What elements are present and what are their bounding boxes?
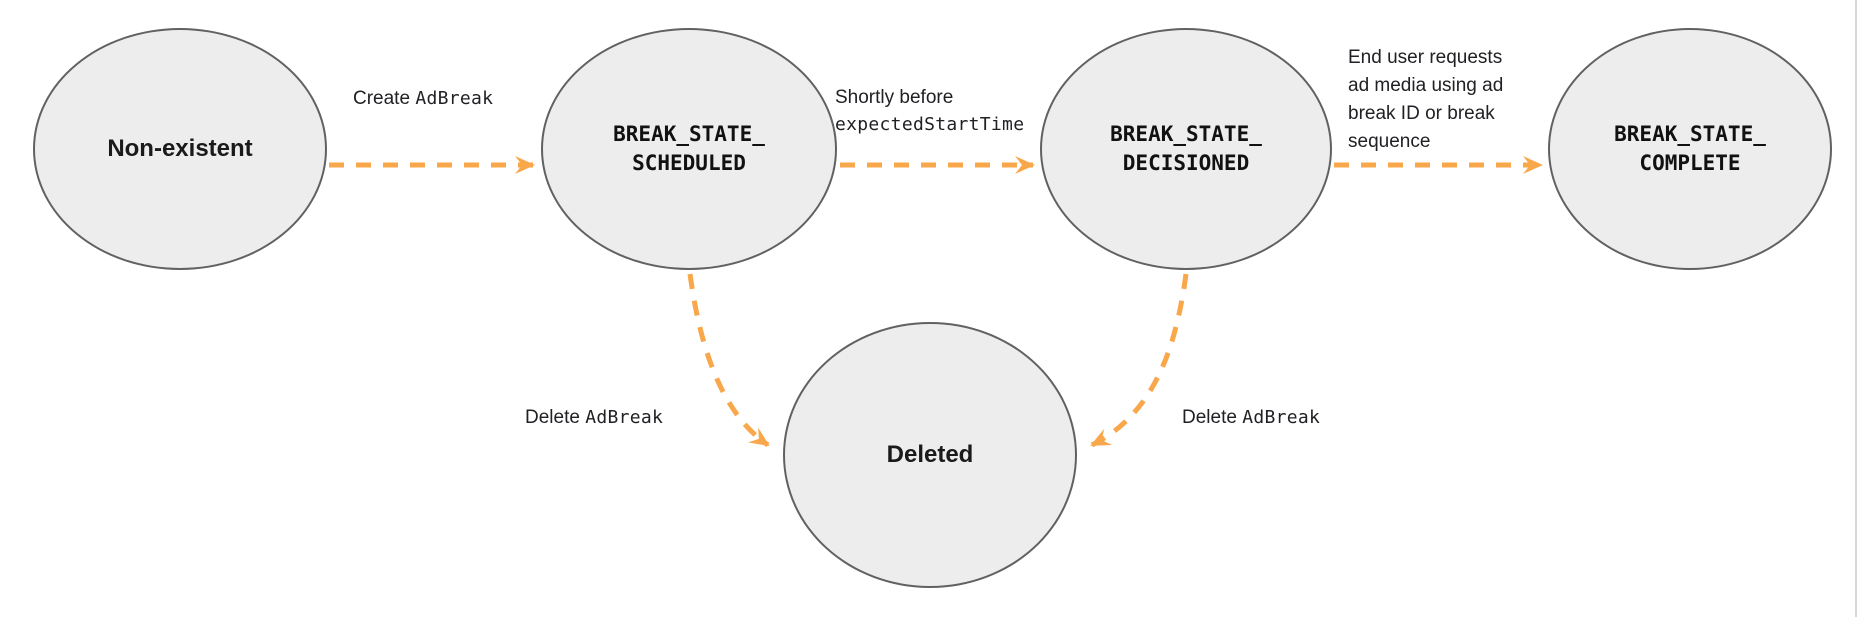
state-label: Deleted bbox=[886, 441, 974, 468]
state-break-state-decisioned: BREAK_STATE_ DECISIONED bbox=[1040, 28, 1332, 270]
state-break-state-complete: BREAK_STATE_ COMPLETE bbox=[1548, 28, 1832, 270]
state-break-state-scheduled: BREAK_STATE_ SCHEDULED bbox=[541, 28, 837, 270]
edge-label-code: AdBreak bbox=[415, 88, 494, 109]
edge-label-text: break ID or break bbox=[1348, 103, 1495, 124]
page-edge-divider bbox=[1855, 0, 1857, 617]
state-label-line: BREAK_STATE_ bbox=[613, 122, 765, 146]
edge-label-delete-adbreak-right: Delete AdBreak bbox=[1182, 404, 1320, 431]
edge-label-text: sequence bbox=[1348, 131, 1431, 152]
edge-label-text: Delete bbox=[1182, 407, 1243, 428]
state-label-line: COMPLETE bbox=[1639, 151, 1741, 175]
edge-label-text: Delete bbox=[525, 407, 586, 428]
state-label-line: DECISIONED bbox=[1122, 151, 1250, 175]
edge-label-shortly-before: Shortly before expectedStartTime bbox=[835, 84, 1024, 138]
state-deleted: Deleted bbox=[783, 322, 1077, 588]
edge-label-create-adbreak: Create AdBreak bbox=[353, 85, 493, 112]
state-non-existent: Non-existent bbox=[33, 28, 327, 270]
edge-label-end-user-requests: End user requests ad media using ad brea… bbox=[1348, 44, 1503, 156]
edge-label-code: AdBreak bbox=[1242, 407, 1321, 428]
state-label-line: BREAK_STATE_ bbox=[1110, 122, 1262, 146]
edge-label-code: AdBreak bbox=[585, 407, 664, 428]
edge-label-text: Shortly before bbox=[835, 87, 954, 108]
arrow-delete-adbreak-from-decisioned bbox=[1090, 273, 1189, 448]
edge-label-code: expectedStartTime bbox=[835, 114, 1025, 135]
edge-label-delete-adbreak-left: Delete AdBreak bbox=[525, 404, 663, 431]
state-label: Non-existent bbox=[107, 135, 253, 162]
state-label-line: SCHEDULED bbox=[632, 151, 746, 175]
edge-label-text: End user requests bbox=[1348, 47, 1503, 68]
edge-label-text: Create bbox=[353, 88, 416, 109]
edge-label-text: ad media using ad bbox=[1348, 75, 1504, 96]
arrow-delete-adbreak-from-scheduled bbox=[687, 273, 770, 448]
state-label-line: BREAK_STATE_ bbox=[1614, 122, 1766, 146]
